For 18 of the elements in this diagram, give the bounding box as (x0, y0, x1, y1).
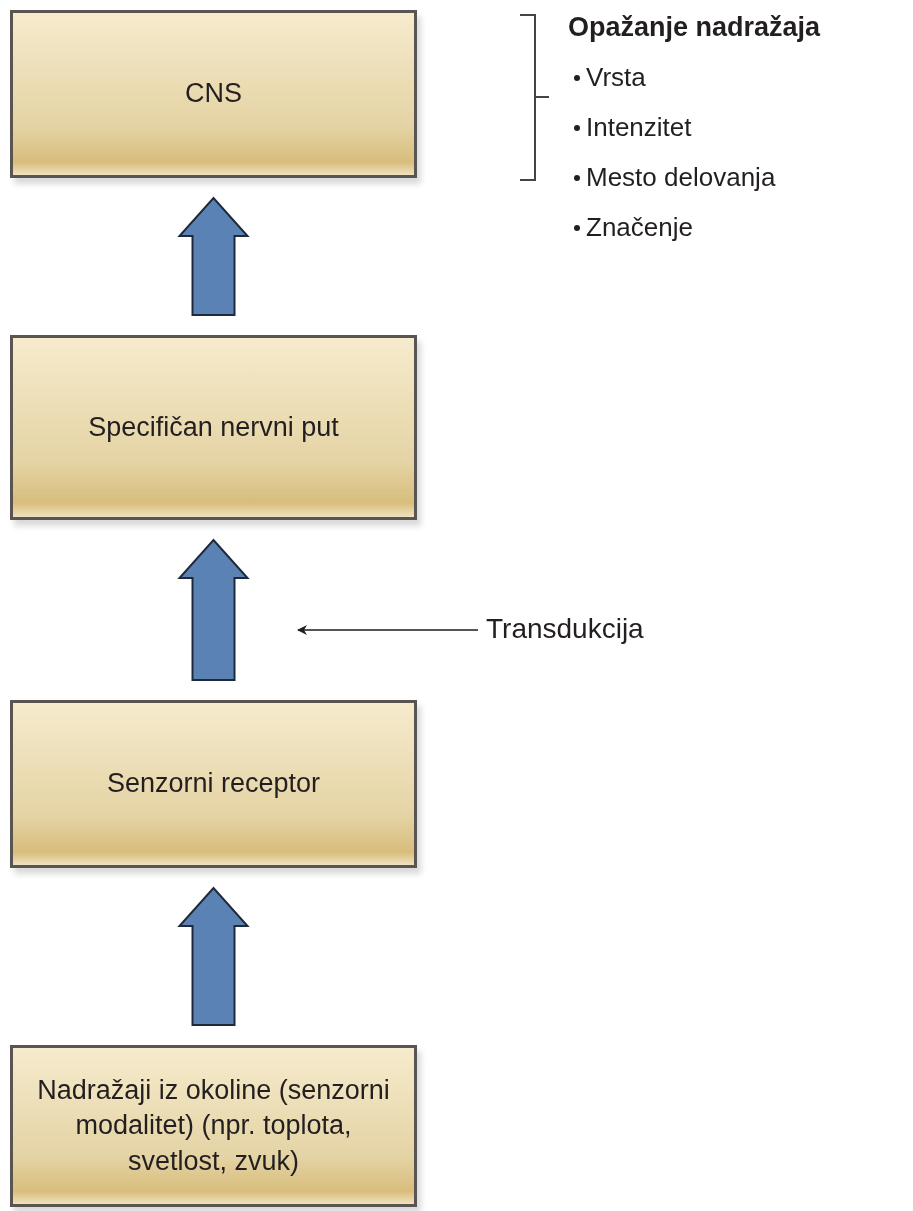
bullet-item: Vrsta (586, 62, 646, 93)
box-label: Senzorni receptor (106, 767, 321, 801)
bullet-item: Mesto delovanja (586, 162, 776, 193)
list-heading: Opažanje nadražaja (568, 12, 821, 43)
block-arrow (177, 196, 250, 316)
box-label: Specifičan nervni put (88, 410, 339, 444)
bullet-item: Intenzitet (586, 112, 692, 143)
box-label: Nadražaji iz okoline (senzorni modalitet) (npr. toplota, svetlost, zvuk) (36, 1074, 391, 1178)
bullet-item: Značenje (586, 212, 693, 243)
process-box (10, 700, 417, 868)
leader-arrow (297, 625, 479, 635)
process-box (10, 1045, 417, 1207)
block-arrow (177, 886, 250, 1026)
process-box (10, 335, 417, 520)
annotation-label: Transdukcija (486, 612, 644, 646)
block-arrow (177, 538, 250, 681)
box-label: CNS (185, 77, 242, 111)
process-box (10, 10, 417, 178)
